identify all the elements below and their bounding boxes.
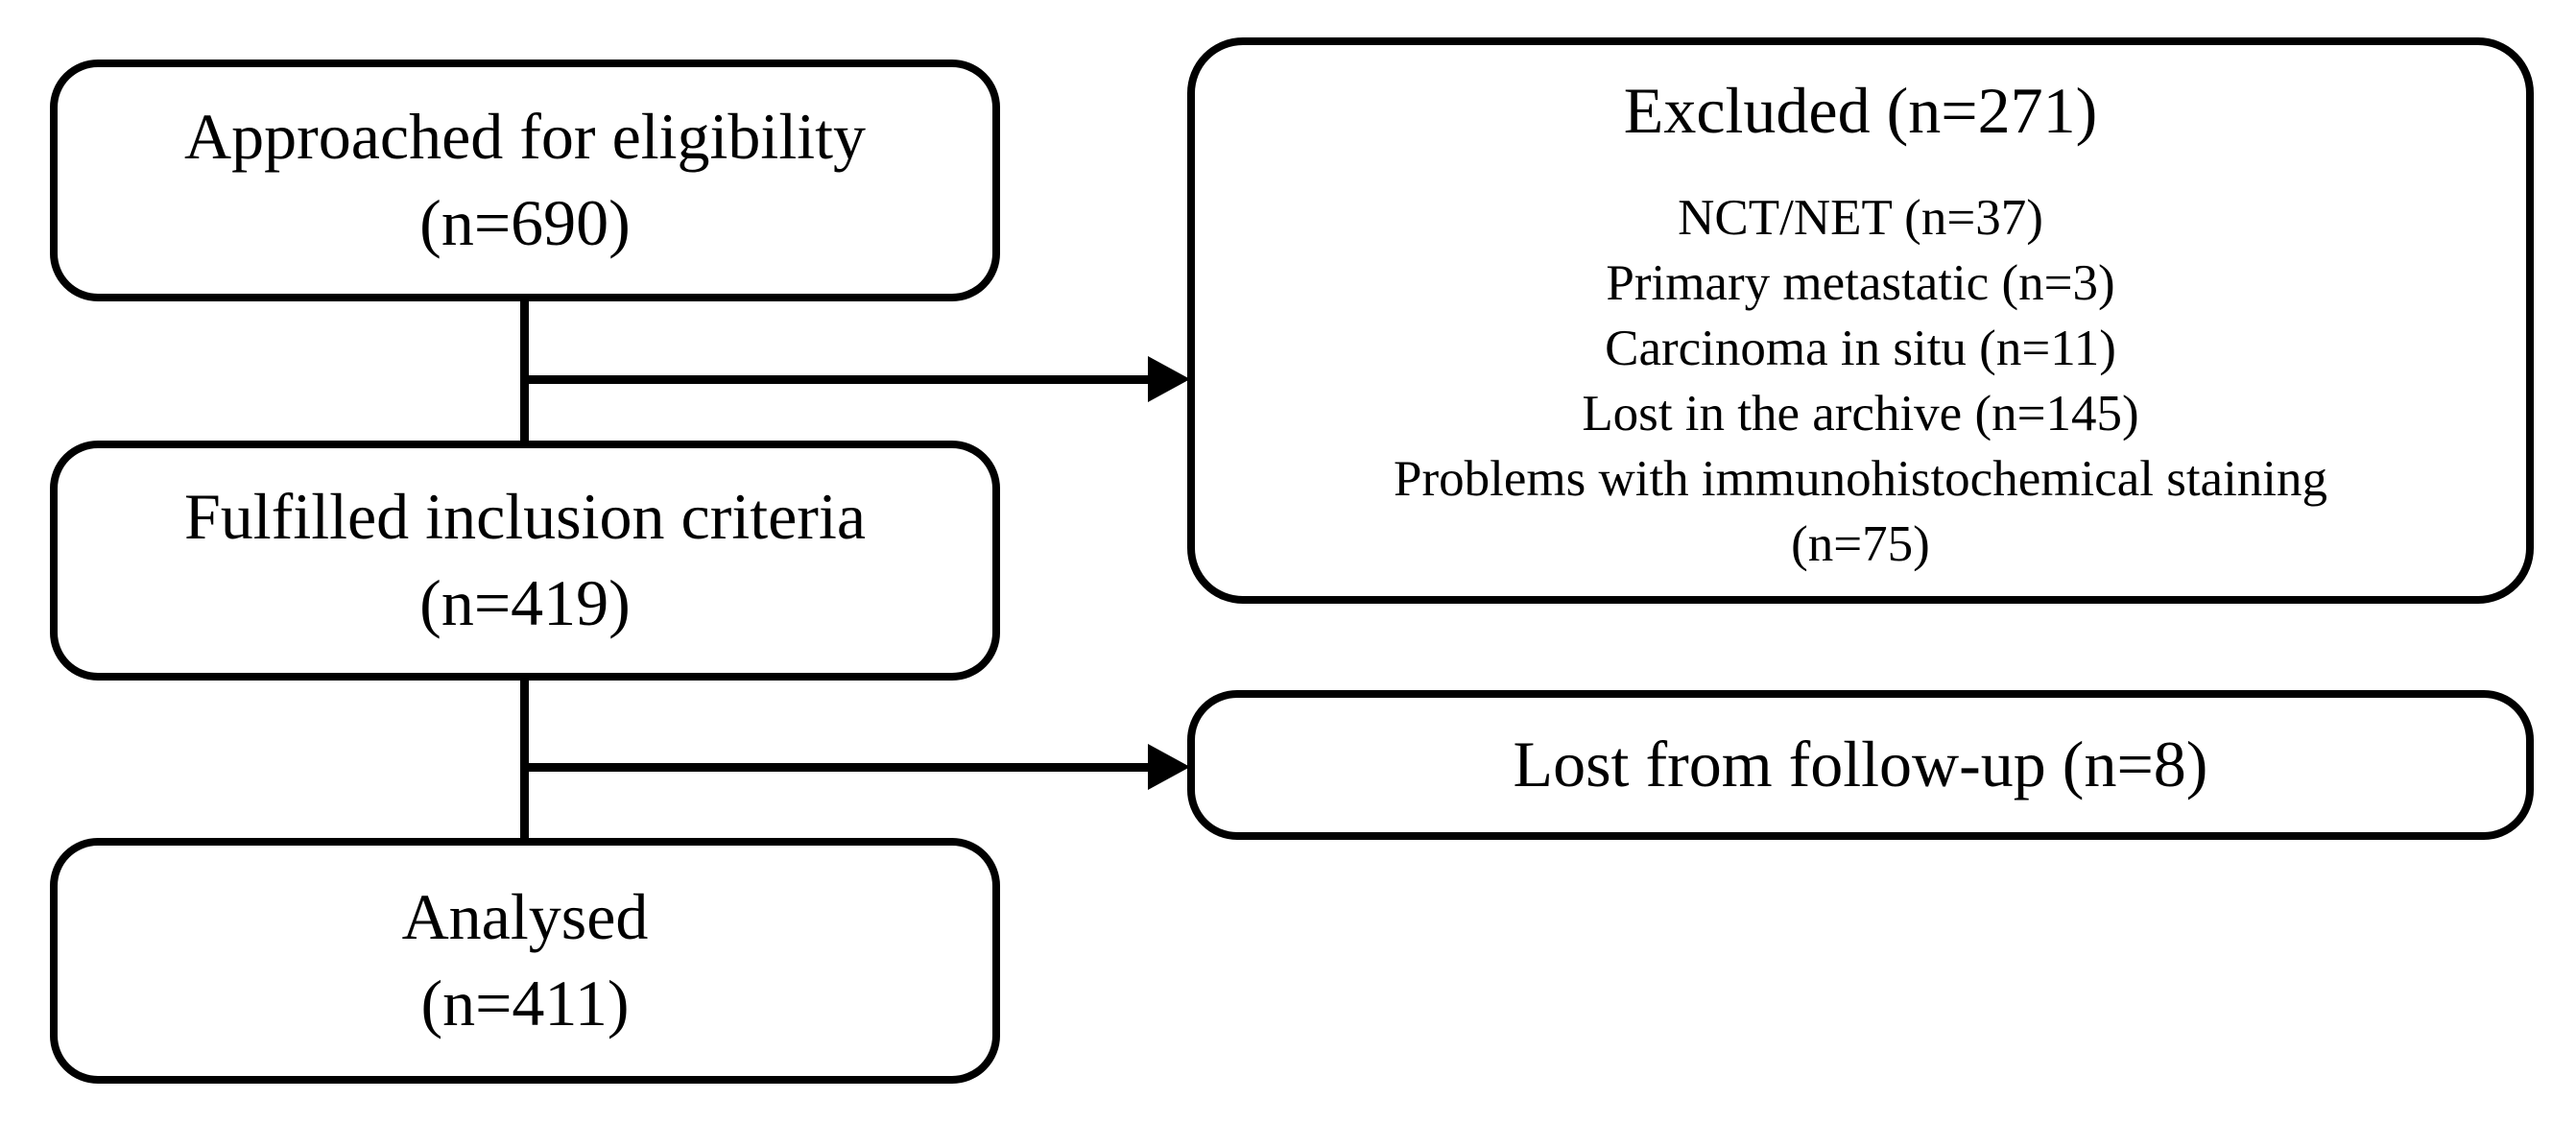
node-lost-label: Lost from follow-up (n=8) xyxy=(1513,728,2208,801)
excluded-reason-nct-net: NCT/NET (n=37) xyxy=(1678,190,2043,247)
node-fulfilled-label: Fulfilled inclusion criteria xyxy=(183,480,867,554)
node-approached-for-eligibility: Approached for eligibility (n=690) xyxy=(50,60,1000,301)
excluded-reason-carcinoma-in-situ: Carcinoma in situ (n=11) xyxy=(1605,321,2116,377)
arrowhead-to-lost-follow-up-icon xyxy=(1148,744,1190,790)
node-excluded-title: Excluded (n=271) xyxy=(1623,74,2098,147)
node-approached-label: Approached for eligibility xyxy=(183,100,866,174)
node-approached-count: (n=690) xyxy=(419,186,631,259)
node-fulfilled-inclusion-criteria: Fulfilled inclusion criteria (n=419) xyxy=(50,441,1000,681)
node-analysed-count: (n=411) xyxy=(420,967,630,1039)
excluded-reason-primary-metastatic: Primary metastatic (n=3) xyxy=(1606,255,2115,312)
connector-approached-to-fulfilled xyxy=(520,294,529,448)
connector-fulfilled-to-analysed xyxy=(520,673,529,846)
connector-branch-to-lost-follow-up xyxy=(524,763,1154,772)
node-excluded: Excluded (n=271) NCT/NET (n=37) Primary … xyxy=(1187,37,2534,604)
arrowhead-to-excluded-icon xyxy=(1148,356,1190,402)
excluded-reasons-list: NCT/NET (n=37) Primary metastatic (n=3) … xyxy=(1394,185,2327,577)
node-fulfilled-count: (n=419) xyxy=(419,566,631,639)
excluded-reason-lost-in-archive: Lost in the archive (n=145) xyxy=(1582,386,2139,442)
node-analysed-label: Analysed xyxy=(401,880,649,954)
node-analysed: Analysed (n=411) xyxy=(50,838,1000,1084)
node-lost-from-follow-up: Lost from follow-up (n=8) xyxy=(1187,690,2534,840)
excluded-reason-ihc-staining: Problems with immunohistochemical staini… xyxy=(1393,451,2328,573)
connector-branch-to-excluded xyxy=(524,375,1154,384)
